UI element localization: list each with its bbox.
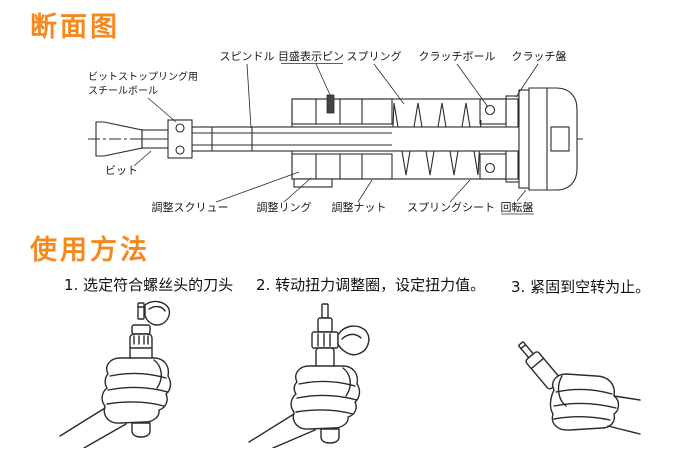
adjustment-ring-graphic	[311, 331, 339, 349]
bit-graphic	[137, 302, 145, 320]
usage-step-3: 3. 紧固到空转为止。	[511, 278, 651, 296]
label-adjust-nut: 調整ナット	[332, 200, 387, 214]
scale-indicator-pin	[326, 94, 335, 114]
label-bit-stop-ring-2: スチールボール	[88, 85, 158, 97]
label-rotary-plate: 回転盤	[501, 201, 534, 214]
label-bit: ビット	[105, 164, 138, 177]
steel-ball-top	[175, 123, 185, 133]
label-clutch-ball: クラッチボール	[419, 50, 496, 63]
label-adjust-screw: 調整スクリュー	[152, 200, 229, 214]
body-bottom-wall	[291, 153, 393, 180]
label-spindle: スピンドル	[220, 50, 275, 63]
adjust-screw-step	[293, 178, 333, 188]
wrist-line	[613, 395, 641, 401]
hand-illustration-step1	[59, 300, 172, 448]
steel-ball-bottom	[175, 145, 185, 155]
usage-step-2: 2. 转动扭力调整圈，设定扭力值。	[256, 276, 486, 294]
label-scale-pin: 目盛表示ピン	[278, 49, 344, 63]
spindle-shaft	[191, 126, 520, 152]
fist	[549, 373, 620, 431]
usage-title: 使用方法	[30, 235, 150, 266]
cross-section-title: 断面图	[30, 12, 120, 43]
leader-lines	[133, 63, 539, 215]
clutch-ball-bottom	[484, 162, 496, 174]
label-bit-stop-ring-1: ビットストップリング用	[88, 70, 198, 83]
label-adjust-ring: 調整リング	[257, 200, 312, 214]
label-spring: スプリング	[347, 49, 402, 63]
rotary-plate-part	[518, 89, 530, 189]
label-spring-seat: スプリングシート	[407, 200, 495, 214]
hand-illustration-step3	[518, 341, 641, 435]
clutch-ball-top	[484, 104, 496, 116]
body-top-wall	[291, 98, 393, 125]
wrist-line	[59, 407, 106, 437]
wrist-line	[248, 413, 295, 443]
cross-section-diagram: スピンドル 目盛表示ピン スプリング クラッチボール クラッチ盤 ビットストップ…	[88, 49, 584, 215]
pinch-hand	[144, 300, 171, 326]
pinch-hand	[337, 325, 370, 356]
hand-illustration-step2	[248, 303, 370, 448]
label-clutch-plate: クラッチ盤	[512, 50, 567, 63]
usage-step-1: 1. 选定符合螺丝头的刀头	[64, 276, 234, 294]
